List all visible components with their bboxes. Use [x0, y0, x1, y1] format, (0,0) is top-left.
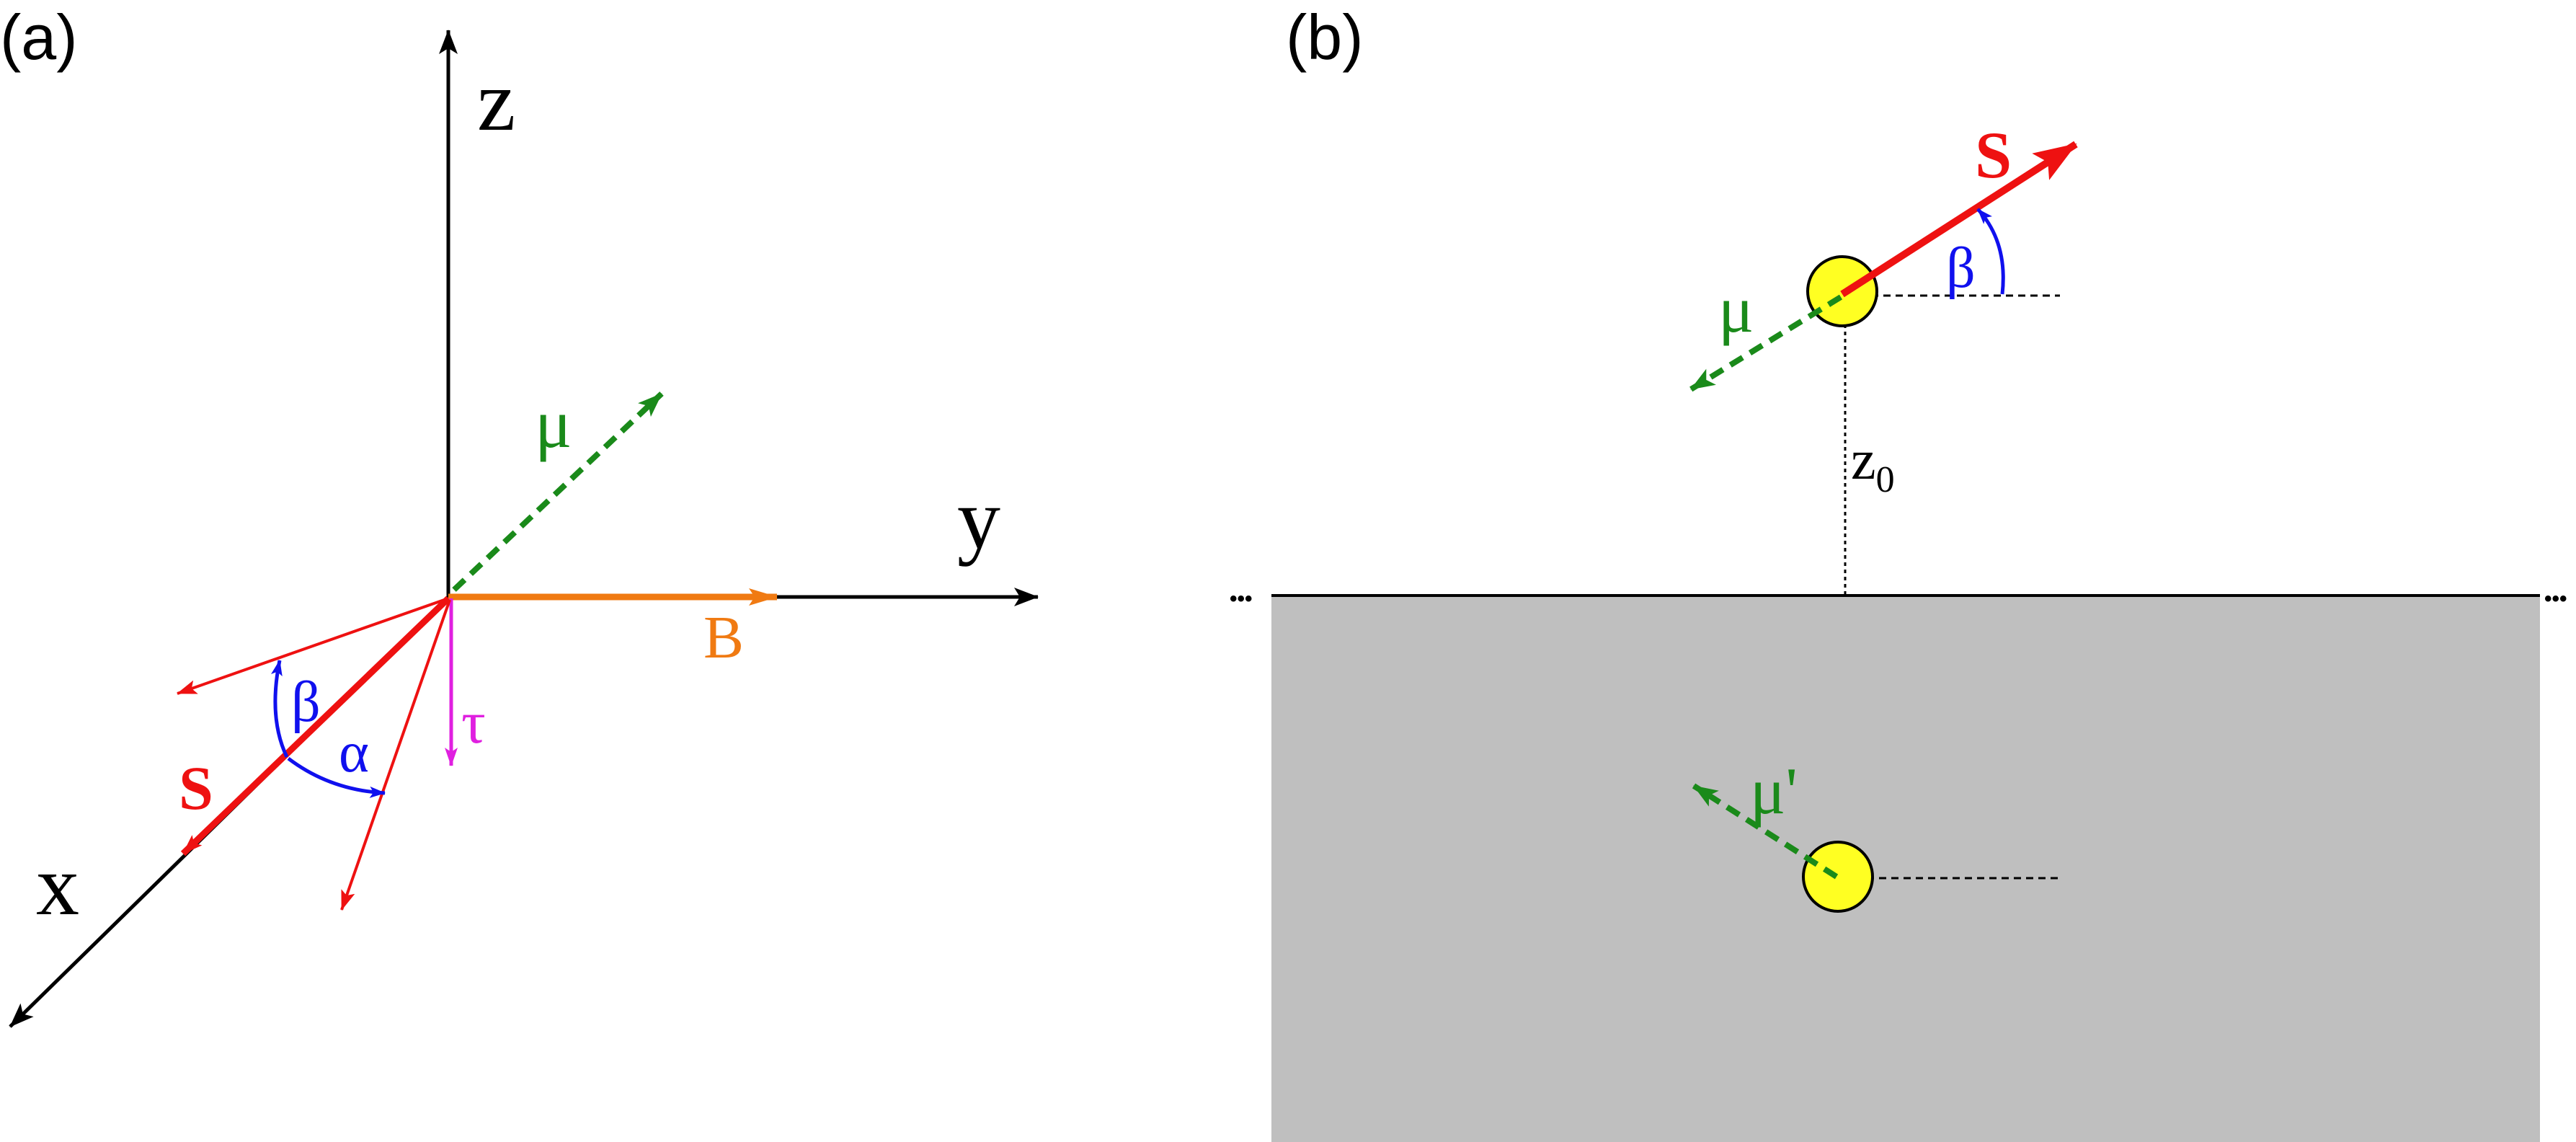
projection-line-left: [177, 597, 449, 695]
s-label-b: S: [1975, 118, 2012, 192]
s-label: S: [179, 753, 213, 823]
image-particle: [1802, 841, 1874, 913]
mu-vector: [452, 391, 664, 592]
x-axis-label: x: [36, 837, 79, 933]
mu-label-b: μ: [1718, 273, 1754, 346]
tau-label: τ: [461, 689, 486, 756]
surface-ellipsis-right: •••: [2544, 587, 2567, 611]
z-axis-label: z: [477, 53, 515, 149]
substrate: [1271, 596, 2540, 1142]
beta-arc-b: [1976, 208, 2005, 295]
s-vector-b: [1840, 141, 2078, 298]
panel-a: (a) z y x μ B τ S β α: [0, 1, 1039, 1028]
beta-arc-a: [271, 660, 289, 758]
beta-label-a: β: [291, 670, 321, 734]
mu-label: μ: [535, 385, 572, 462]
alpha-label: α: [339, 721, 369, 784]
alpha-arc: [287, 757, 386, 798]
projection-line-down: [340, 599, 451, 911]
mu-vector-b: [1689, 294, 1843, 392]
height-subscript: 0: [1876, 459, 1895, 500]
s-vector: [180, 596, 451, 856]
panel-a-label: (a): [0, 1, 78, 73]
height-symbol: z: [1851, 428, 1876, 491]
panel-b: (b) ••• ••• z0 S β μ μ': [1230, 1, 2567, 1142]
beta-label-b: β: [1946, 236, 1976, 300]
surface-ellipsis-left: •••: [1230, 587, 1253, 611]
mu-image-vector: [1692, 783, 1839, 880]
panel-b-label: (b): [1286, 1, 1364, 73]
y-axis-label: y: [957, 471, 1000, 567]
height-label: z0: [1851, 428, 1895, 500]
mu-image-label: μ': [1750, 754, 1798, 828]
b-field-label: B: [703, 604, 744, 671]
